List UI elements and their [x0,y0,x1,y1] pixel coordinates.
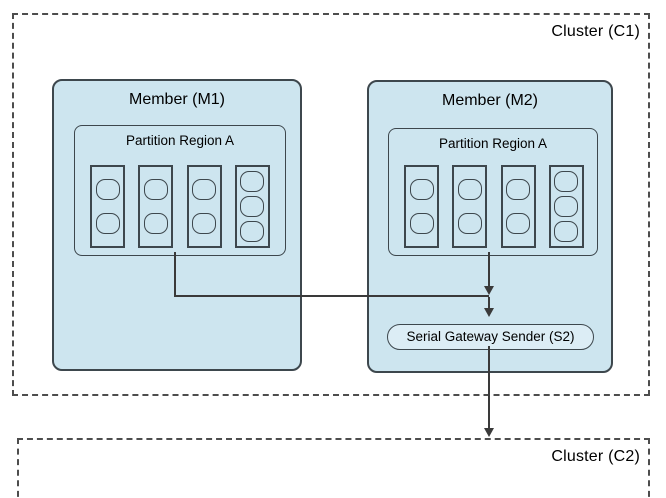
bucket-column [404,165,439,248]
bucket-column [500,165,536,248]
arrowhead-m2-partition-to-junction-icon [484,286,494,295]
bucket-entry [506,179,531,201]
member-m2-box: Member (M2) Partition Region A Serial Ga… [367,80,613,373]
connector-sender-to-cluster-c2-line [488,346,490,428]
bucket-entry [554,221,579,242]
cluster-c2-label: Cluster (C2) [551,448,640,465]
partition-region-a-m1-title: Partition Region A [125,133,235,148]
cluster-c2-box: Cluster (C2) [17,438,650,498]
cluster-c1-label: Cluster (C1) [551,23,640,40]
bucket-entry [192,212,217,234]
bucket-entry [240,171,265,192]
bucket-entry [192,179,217,201]
bucket-entry [95,179,120,201]
bucket-column [452,165,488,248]
connector-junction-to-sender-line [488,297,490,309]
bucket-columns-m2 [404,165,584,248]
bucket-entry [240,196,265,217]
bucket-columns-m1 [90,165,270,248]
member-m1-box: Member (M1) Partition Region A [52,79,302,371]
bucket-entry [240,221,265,242]
bucket-entry [143,179,168,201]
bucket-entry [506,212,531,234]
bucket-entry [457,212,482,234]
partition-region-a-m1: Partition Region A [74,125,286,256]
cluster-c1-box: Cluster (C1) Member (M1) Partition Regio… [12,13,650,396]
serial-gateway-sender-s2-box: Serial Gateway Sender (S2) [387,324,594,350]
bucket-column [548,165,584,248]
connector-m1-to-m2-horizontal-line [174,295,489,297]
bucket-entry [554,196,579,217]
bucket-column [90,165,125,248]
connector-m2-partition-down-line [488,252,490,287]
partition-region-a-m2-title: Partition Region A [438,136,548,151]
arrowhead-junction-to-sender-icon [484,308,494,317]
bucket-entry [143,212,168,234]
arrowhead-sender-to-cluster-c2-icon [484,428,494,437]
bucket-column [138,165,174,248]
member-m2-title: Member (M2) [441,92,538,109]
bucket-entry [457,179,482,201]
partition-region-a-m2: Partition Region A [388,128,598,256]
bucket-entry [409,212,434,234]
bucket-entry [95,212,120,234]
connector-m1-partition-down-line [174,252,176,297]
bucket-column [234,165,270,248]
bucket-entry [554,171,579,192]
member-m1-title: Member (M1) [128,91,225,108]
bucket-column [186,165,222,248]
bucket-entry [409,179,434,201]
